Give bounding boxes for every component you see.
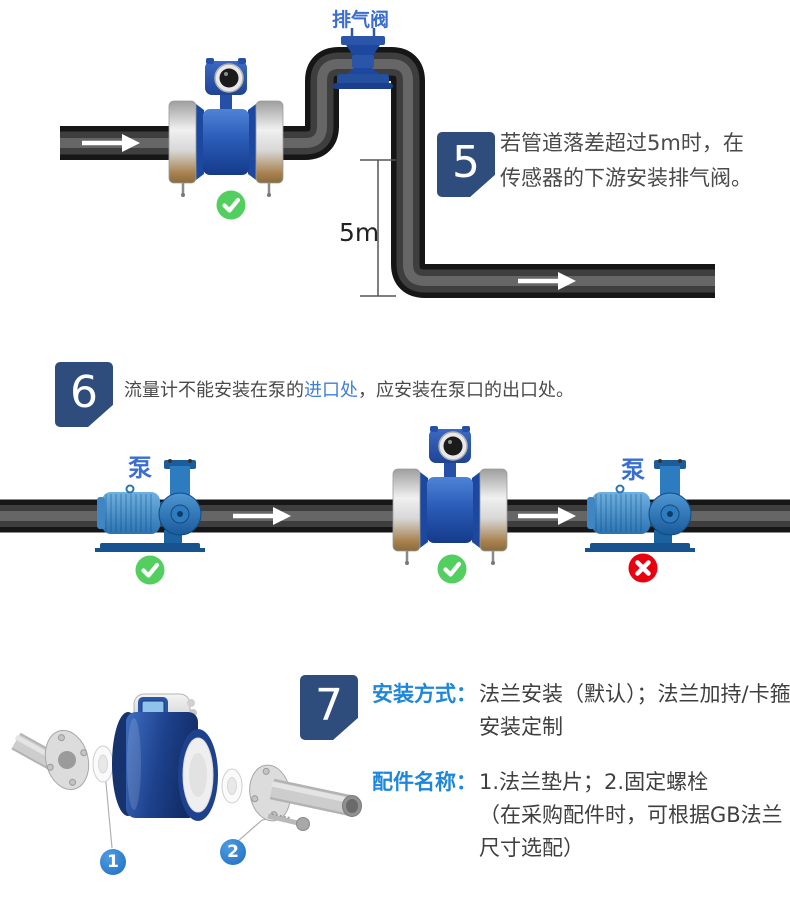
pump-label-left: 泵 [128, 454, 152, 482]
install-method-row: 安装方式： 法兰安装（默认）；法兰加持/卡箍安装定制 [372, 678, 790, 744]
exploded-view [11, 693, 362, 849]
step5-text: 若管道落差超过5m时，在 传感器的下游安装排气阀。 [500, 126, 752, 196]
cross-icon [629, 554, 658, 583]
step6-text-suffix: ，应安装在泵口的出口处。 [358, 380, 574, 401]
step6-text: 流量计不能安装在泵的进口处，应安装在泵口的出口处。 [124, 376, 574, 406]
parts-name-label: 配件名称： [372, 770, 477, 794]
parts-line2: （在采购配件时，可根据GB法兰尺寸选配） [479, 803, 783, 860]
install-method-label: 安装方式： [372, 682, 477, 706]
part-marker-2: 2 [220, 839, 246, 865]
left-flange [44, 729, 90, 791]
parts-name-row: 配件名称： 1.法兰垫片；2.固定螺栓 （在采购配件时，可根据GB法兰尺寸选配） [372, 766, 790, 865]
exhaust-valve-label: 排气阀 [332, 9, 390, 31]
exploded-flowmeter [112, 693, 218, 821]
drop-measure-line [360, 159, 396, 297]
step5-text-line2: 传感器的下游安装排气阀。 [500, 166, 752, 190]
flange-gasket [92, 745, 114, 783]
step-badge-6: 6 [55, 362, 113, 427]
check-icon [217, 191, 246, 220]
step5-text-line1: 若管道落差超过5m时，在 [500, 131, 744, 155]
install-method-value: 法兰安装（默认）；法兰加持/卡箍安装定制 [479, 682, 790, 739]
parts-name-value: 1.法兰垫片；2.固定螺栓 （在采购配件时，可根据GB法兰尺寸选配） [479, 766, 790, 865]
flowmeter-section5 [167, 56, 285, 199]
check-icon [438, 555, 467, 584]
parts-line1: 1.法兰垫片；2.固定螺栓 [479, 770, 709, 794]
flowmeter-section6 [391, 424, 509, 567]
step6-text-prefix: 流量计不能安装在泵的 [124, 380, 304, 401]
exhaust-valve [333, 28, 393, 89]
flange-gasket [221, 768, 243, 804]
drop-distance-label: 5m [339, 218, 380, 247]
check-icon [136, 556, 165, 585]
step6-text-highlight: 进口处 [304, 380, 358, 401]
pump-label-right: 泵 [621, 456, 645, 484]
part-marker-1: 1 [100, 849, 126, 875]
fixing-bolt [267, 813, 310, 831]
